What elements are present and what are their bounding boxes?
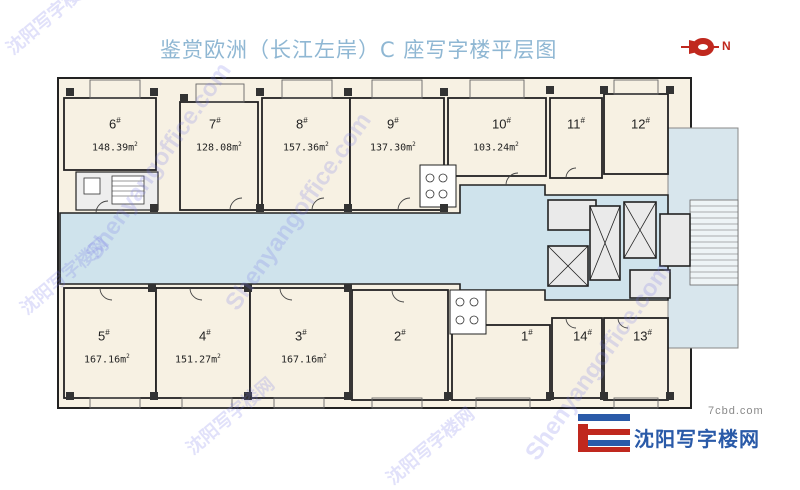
room-label-2: 2# bbox=[394, 328, 406, 344]
north-rooms bbox=[63, 93, 669, 211]
columns bbox=[66, 86, 674, 400]
room-area-6: 148.39m2 bbox=[92, 141, 138, 154]
room-label-12: 12# bbox=[631, 116, 650, 132]
north-stair bbox=[75, 171, 159, 211]
room-label-9: 9# bbox=[387, 116, 399, 132]
room-label-6: 6# bbox=[109, 116, 121, 132]
room-label-4: 4# bbox=[199, 328, 211, 344]
watermark-site: 7cbd.com bbox=[708, 405, 764, 417]
room-area-7: 128.08m2 bbox=[196, 141, 242, 154]
room-label-7: 7# bbox=[209, 116, 221, 132]
room-label-10: 10# bbox=[492, 116, 511, 132]
brand-logo-icon bbox=[578, 414, 630, 452]
room-area-5: 167.16m2 bbox=[84, 353, 130, 366]
room-area-3: 167.16m2 bbox=[281, 353, 327, 366]
watermark-name: 沈阳写字楼网 bbox=[634, 427, 760, 451]
north-wc bbox=[419, 164, 457, 208]
room-area-10: 103.24m2 bbox=[473, 141, 519, 154]
north-arrow-icon bbox=[681, 38, 719, 56]
north-label: N bbox=[722, 39, 731, 53]
room-label-3: 3# bbox=[295, 328, 307, 344]
page-title: 鉴赏欧洲（长江左岸）C 座写字楼平层图 bbox=[160, 38, 558, 62]
room-label-5: 5# bbox=[98, 328, 110, 344]
corridor bbox=[59, 184, 669, 301]
room-label-14: 14# bbox=[573, 328, 592, 344]
elevator-core bbox=[547, 199, 691, 299]
room-label-11: 11# bbox=[567, 116, 585, 132]
door-swings bbox=[95, 167, 629, 329]
room-area-8: 157.36m2 bbox=[283, 141, 329, 154]
south-rooms bbox=[63, 287, 669, 401]
east-stair bbox=[689, 199, 739, 286]
room-label-13: 13# bbox=[633, 328, 652, 344]
room-area-9: 137.30m2 bbox=[370, 141, 416, 154]
bay-windows bbox=[89, 79, 659, 409]
south-wc bbox=[449, 289, 487, 335]
floor-plan bbox=[57, 77, 739, 409]
room-area-4: 151.27m2 bbox=[175, 353, 221, 366]
room-label-8: 8# bbox=[296, 116, 308, 132]
room-label-1: 1# bbox=[521, 328, 533, 344]
